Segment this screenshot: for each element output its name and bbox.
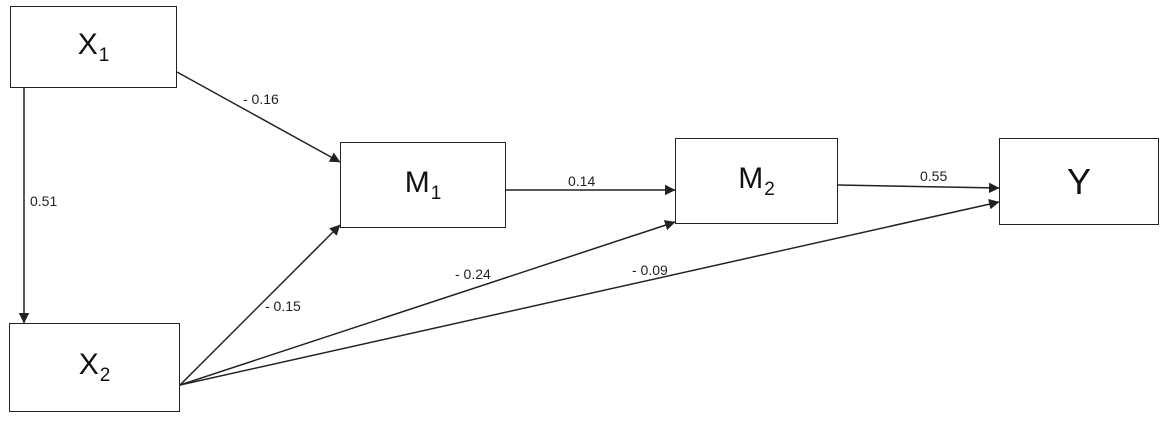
node-y-label: Y [1066, 160, 1091, 202]
node-x1-label: X1 [77, 27, 110, 66]
node-m1: M1 [340, 142, 506, 228]
edge-label-m2-y: 0.55 [920, 168, 947, 184]
edge-label-x2-m1: - 0.15 [265, 298, 301, 314]
node-m2: M2 [675, 138, 838, 224]
edge-m2-y [837, 182, 1000, 194]
edge-label-x1-x2: 0.51 [30, 193, 57, 209]
edge-label-x2-y: - 0.09 [632, 262, 668, 278]
edge-x1-m1 [176, 71, 341, 163]
node-x1: X1 [10, 6, 177, 88]
node-x2: X2 [9, 323, 180, 412]
edge-x2-y [179, 199, 1000, 386]
node-x2-label: X2 [78, 348, 111, 386]
node-m2-label: M2 [738, 161, 775, 200]
edge-x2-m1 [179, 224, 341, 386]
edge-x2-m2 [179, 220, 676, 386]
edge-label-x2-m2: - 0.24 [455, 266, 491, 282]
node-y: Y [999, 138, 1159, 225]
edge-label-m1-m2: 0.14 [568, 173, 595, 189]
edge-label-x1-m1: - 0.16 [243, 91, 279, 107]
node-m1-label: M1 [404, 165, 442, 204]
